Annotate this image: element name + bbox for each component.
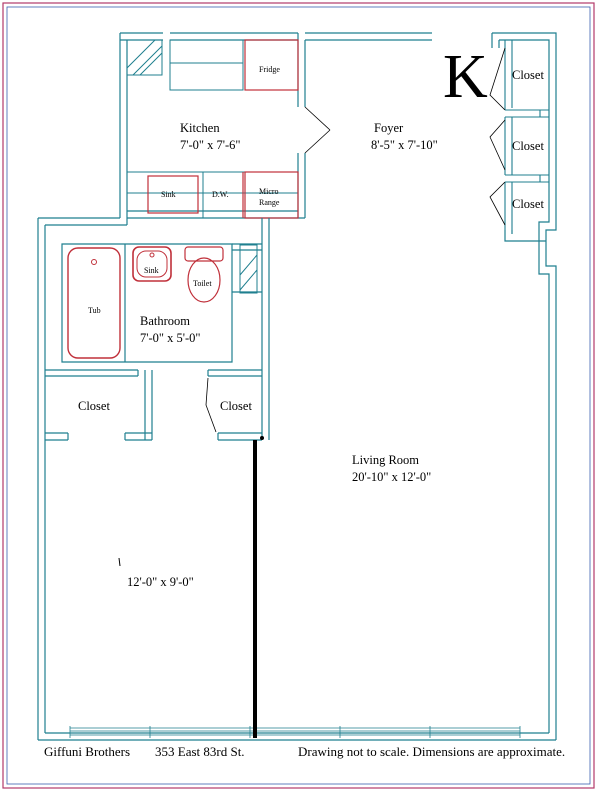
kitchen-sink-icon: Sink (147, 175, 199, 214)
bath-shaft-icon (239, 244, 258, 294)
footer-disclaimer: Drawing not to scale. Dimensions are app… (298, 744, 566, 759)
kitchen-sink-label: Sink (161, 190, 176, 199)
outer-border (2, 2, 595, 789)
bath-sink-icon: Sink (132, 246, 172, 282)
kitchen-dims: 7'-0" x 7'-6" (180, 138, 241, 152)
kitchen-door-swing (304, 106, 331, 154)
fridge-label: Fridge (259, 65, 280, 74)
closet-right-bottom-label: Closet (512, 197, 544, 211)
fridge-icon: Fridge (244, 39, 299, 91)
exterior-walls (37, 32, 557, 741)
right-closet-doors (489, 47, 506, 226)
left-closet-walls (45, 369, 153, 441)
toilet-icon: Toilet (184, 246, 224, 303)
bedroom-dims: 12'-0" x 9'-0" (127, 575, 194, 589)
closet-center-label: Closet (220, 399, 252, 413)
tub-icon: Tub (67, 247, 121, 359)
tub-label: Tub (88, 306, 101, 315)
kitchen-name: Kitchen (180, 121, 220, 135)
foyer-dims: 8'-5" x 7'-10" (371, 138, 438, 152)
closet-right-middle-label: Closet (512, 139, 544, 153)
shaft-icon (126, 39, 163, 76)
inner-border (6, 6, 591, 785)
center-closet-door (205, 377, 217, 433)
micro-label: Micro (259, 187, 279, 196)
plan-letter: K (443, 43, 488, 111)
closet-right-top-label: Closet (512, 68, 544, 82)
living-room-name: Living Room (352, 453, 419, 467)
footer-address: 353 East 83rd St. (155, 744, 245, 759)
closet-left-label: Closet (78, 399, 110, 413)
foyer-name: Foyer (374, 121, 404, 135)
right-closets (504, 40, 549, 230)
bathroom-dims: 7'-0" x 5'-0" (140, 331, 201, 345)
footer-company: Giffuni Brothers (44, 744, 131, 759)
bathroom-name: Bathroom (140, 314, 190, 328)
micro-range-icon: Micro Range (244, 171, 299, 219)
kitchen-counters (127, 39, 298, 219)
window-strip (69, 726, 521, 738)
living-room-dims: 20'-10" x 12'-0" (352, 470, 431, 484)
dishwasher-label: D.W. (212, 190, 229, 199)
range-label: Range (259, 198, 280, 207)
bath-sink-label: Sink (144, 266, 159, 275)
footer: Giffuni Brothers 353 East 83rd St. Drawi… (0, 744, 601, 764)
toilet-label: Toilet (193, 279, 212, 288)
